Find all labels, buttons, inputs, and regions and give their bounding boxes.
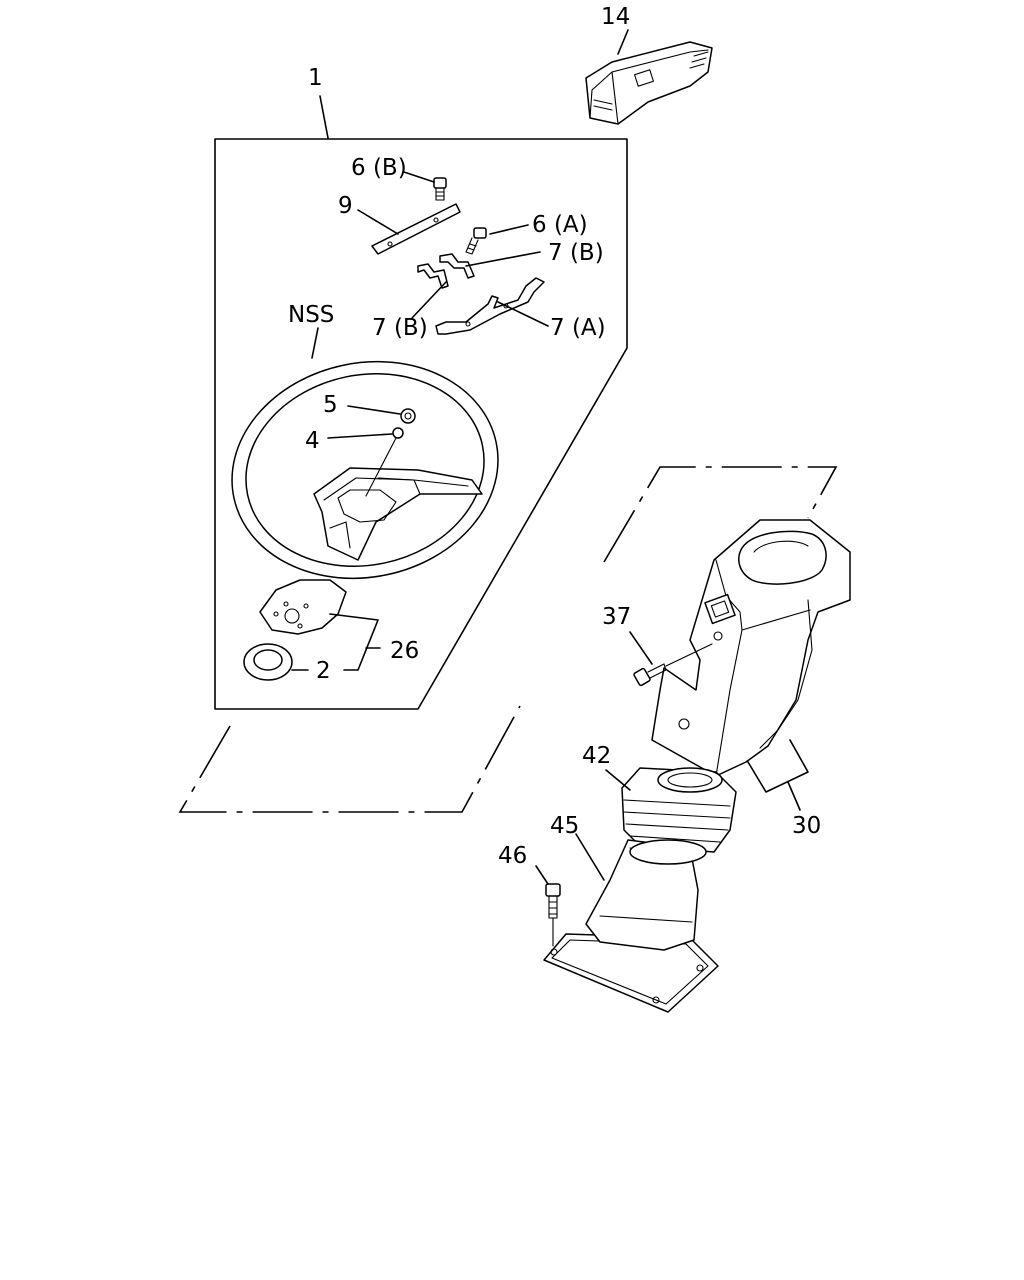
callout-45: 45 — [550, 813, 579, 839]
leader-6b — [403, 171, 435, 183]
callout-6a: 6 (A) — [532, 212, 588, 238]
mount-plane-left — [178, 705, 521, 813]
leader-14 — [617, 29, 629, 55]
part-30-column-housing — [651, 519, 851, 777]
part-2-ring — [243, 643, 293, 681]
part-37-screw — [633, 663, 667, 687]
leader-6a — [489, 224, 529, 235]
part-42-bellows — [621, 767, 737, 853]
leader-5 — [347, 405, 401, 415]
callout-7b-lower: 7 (B) — [372, 315, 428, 341]
part-45-boot-flange — [543, 839, 719, 1013]
callout-9: 9 — [338, 193, 353, 219]
leader-7b-lower — [411, 281, 447, 319]
leader-nss — [311, 327, 319, 359]
leader-30-bracket — [747, 739, 809, 793]
callout-nss: NSS — [288, 302, 334, 328]
callout-7b-upper: 7 (B) — [548, 240, 604, 266]
leader-45 — [575, 833, 605, 881]
leader-26 — [329, 613, 379, 671]
leader-46 — [535, 865, 549, 885]
callout-30: 30 — [792, 813, 821, 839]
part-14-column-cover — [585, 41, 713, 125]
callout-7a: 7 (A) — [550, 315, 606, 341]
screw-37-axis — [665, 643, 713, 667]
part-7a-bracket — [435, 277, 545, 335]
callout-1: 1 — [308, 65, 323, 91]
leader-9 — [357, 209, 399, 235]
callout-26: 26 — [390, 638, 419, 664]
part-7b-brackets — [417, 253, 475, 289]
steering-wheel — [231, 360, 499, 580]
part-26-cover — [259, 579, 347, 635]
leader-4 — [327, 433, 393, 439]
part-46-bolt — [545, 883, 561, 947]
callout-46: 46 — [498, 843, 527, 869]
callout-37: 37 — [602, 604, 631, 630]
callout-14: 14 — [601, 4, 630, 30]
part-9-plate — [371, 203, 461, 255]
part-6a-bolt — [465, 227, 487, 255]
leader-37 — [629, 631, 653, 665]
callout-4: 4 — [305, 428, 320, 454]
part-6b-bolt — [433, 177, 447, 201]
mount-plane-right — [603, 466, 838, 563]
part-4-washer — [392, 427, 404, 439]
leader-30 — [787, 781, 801, 811]
callout-5: 5 — [323, 392, 338, 418]
callout-42: 42 — [582, 743, 611, 769]
leader-1 — [319, 95, 329, 139]
part-5-nut — [400, 408, 416, 424]
part-1-group-frame — [214, 138, 628, 710]
leader-7a — [497, 301, 549, 327]
leader-7b-upper — [465, 251, 541, 267]
callout-2: 2 — [316, 658, 331, 684]
wheel-shaft-line — [365, 437, 397, 497]
callout-6b: 6 (B) — [351, 155, 407, 181]
leader-42 — [605, 769, 631, 791]
